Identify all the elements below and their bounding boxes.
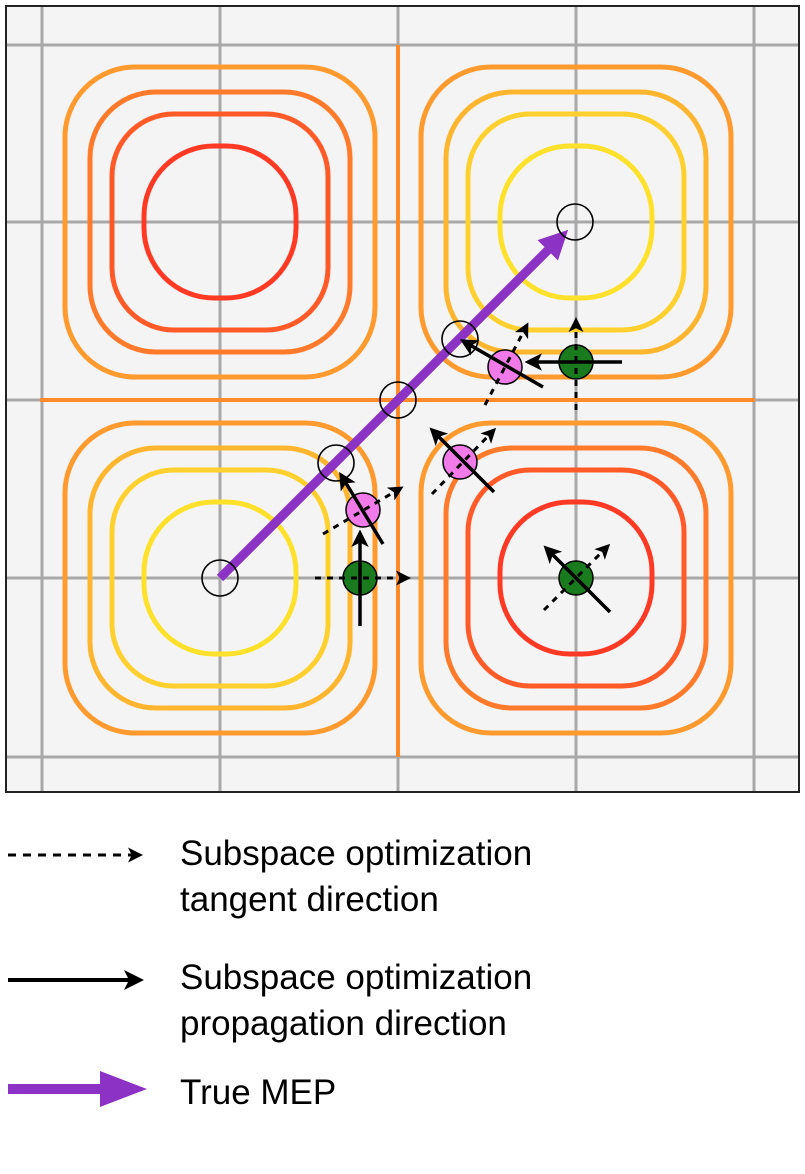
contour-lines: [62, 64, 734, 736]
contour-ring: [497, 143, 655, 301]
legend-mep-label: True MEP: [180, 1070, 336, 1116]
legend-mep-line1: True MEP: [180, 1073, 337, 1112]
contour-ring: [497, 499, 655, 657]
subspace-node: [524, 317, 622, 410]
subspace-node: [542, 543, 612, 614]
mep-image-circle: [379, 381, 417, 419]
contour-ring: [87, 89, 353, 355]
legend-propagation-line2: propagation direction: [180, 1004, 507, 1043]
tangent-arrow: [483, 322, 529, 406]
true-mep-arrow: [216, 229, 569, 582]
node-circle: [442, 444, 478, 480]
contour-ring: [141, 143, 299, 301]
contour-ring: [141, 499, 299, 657]
tangent-arrow: [542, 543, 611, 612]
tangent-arrow: [430, 427, 497, 496]
tangent-arrow: [322, 486, 404, 536]
propagation-arrow: [543, 545, 612, 614]
propagation-arrow: [429, 427, 496, 494]
subspace-node: [322, 472, 404, 545]
mep-image-circle: [201, 559, 239, 597]
subspace-node: [429, 427, 497, 496]
contour-ring: [418, 420, 734, 736]
mep-image-circle: [317, 444, 355, 482]
propagation-arrow: [339, 472, 385, 545]
legend-propagation-line1: Subspace optimization: [180, 958, 533, 997]
legend-tangent-line1: Subspace optimization: [180, 834, 533, 873]
subspace-node: [315, 529, 411, 626]
subspace-node: [459, 322, 544, 406]
legend-tangent-line2: tangent direction: [180, 880, 439, 919]
contour-ring: [465, 467, 687, 689]
contour-ring: [62, 64, 378, 380]
contour-ring: [109, 111, 331, 333]
contour-ring: [443, 445, 709, 711]
legend-propagation-label: Subspace optimization propagation direct…: [180, 955, 532, 1047]
subspace-nodes: [315, 317, 622, 626]
mep-images: [201, 203, 594, 597]
legend-mep-icon: [8, 1071, 147, 1107]
mep-image-circle: [556, 203, 594, 241]
propagation-arrow: [459, 339, 544, 389]
mep-image-circle: [441, 320, 479, 358]
legend-tangent-label: Subspace optimization tangent direction: [180, 831, 532, 923]
plot-frame: [5, 5, 800, 793]
